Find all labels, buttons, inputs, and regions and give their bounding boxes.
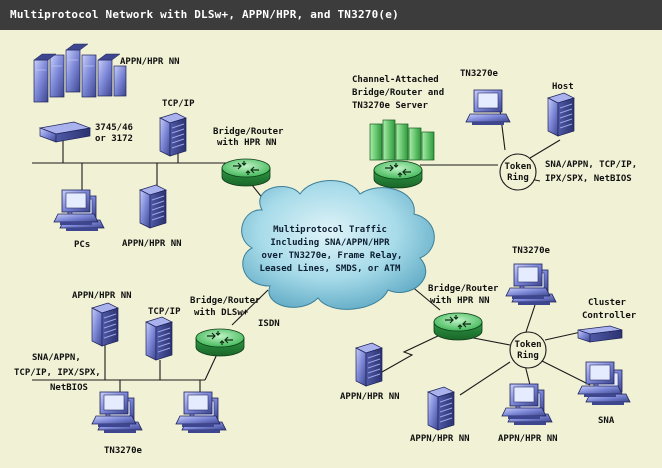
label-bridge-hpr-right-2: with HPR NN [430,295,490,306]
label-sna-left-2: TCP/IP, IPX/SPX, [14,368,101,378]
label-sna-right-1: SNA/APPN, TCP/IP, [545,160,637,170]
tcpip-server-icon [159,112,187,157]
label-cluster-2: Controller [582,311,637,321]
mainframe-cluster [33,43,127,103]
cloud-line-3: over TN3270e, Frame Relay, [262,251,403,261]
label-bridge-hpr-left-2: with HPR NN [217,137,277,148]
appn-node-icon [139,184,167,229]
tcpip-server-left-icon [145,316,173,361]
label-fep-line1: 3745/46 [95,123,133,133]
token-ring-2: Token Ring [509,331,547,369]
label-channel-3: TN3270e Server [352,101,428,111]
router-hpr-left-icon [221,158,271,187]
label-tn3270e-right: TN3270e [512,246,551,256]
label-appn-left-bottom: APPN/HPR NN [72,291,132,301]
label-channel-1: Channel-Attached [352,75,439,85]
tn3270e-terminal-top-icon [465,89,511,126]
label-tcpip-left: TCP/IP [148,307,181,317]
token-ring-1-line1: Token [504,162,531,172]
label-fep-line2: or 3172 [95,134,133,144]
router-dlsw-icon [195,328,245,357]
label-sna-left-1: SNA/APPN, [32,353,81,363]
page-title: Multiprotocol Network with DLSw+, APPN/H… [10,8,399,21]
label-host: Host [552,82,574,92]
label-tn3270e-bl: TN3270e [104,446,143,456]
labels: APPN/HPR NN 3745/46 or 3172 TCP/IP Bridg… [14,57,637,456]
label-sna-right-2: IPX/SPX, NetBIOS [545,174,632,184]
cloud-line-4: Leased Lines, SMDS, or ATM [260,263,401,274]
wan-cloud: Multiprotocol Traffic Including SNA/APPN… [241,180,435,310]
channel-attached-rack-icon [369,119,435,161]
label-pcs: PCs [74,240,90,250]
cloud-line-2: Including SNA/APPN/HPR [270,237,390,248]
cluster-controller-icon [577,325,623,343]
label-tcpip-top: TCP/IP [162,99,195,109]
label-bridge-hpr-right-1: Bridge/Router [428,283,499,294]
host-server-icon [547,92,575,137]
label-bridge-dlsw-2: with DLSw+ [194,307,249,318]
token-ring-1: Token Ring [499,153,537,191]
appn-node-left-bottom-icon [91,302,119,347]
label-appn-top: APPN/HPR NN [120,57,180,67]
cloud-line-1: Multiprotocol Traffic [273,224,387,235]
token-ring-2-line2: Ring [517,350,539,361]
appn-node-br1-icon [427,386,455,431]
router-channel-attached-icon [373,160,423,189]
label-appn-bottom-right1: APPN/HPR NN [410,434,470,444]
title-bar: Multiprotocol Network with DLSw+, APPN/H… [0,0,662,30]
label-sna-left-3: NetBIOS [50,383,88,393]
label-cluster-1: Cluster [588,298,627,308]
appn-node-center-icon [355,342,383,387]
label-sna: SNA [598,416,615,426]
label-appn-mid: APPN/HPR NN [122,239,182,249]
label-bridge-dlsw-1: Bridge/Router [190,295,261,306]
fep-3745-icon [38,121,92,143]
label-appn-bottom-right2: APPN/HPR NN [498,434,558,444]
label-channel-2: Bridge/Router and [352,87,444,98]
label-isdn: ISDN [258,319,280,329]
label-bridge-hpr-left-1: Bridge/Router [213,126,284,137]
label-appn-bottom-center: APPN/HPR NN [340,392,400,402]
label-tn3270e-top: TN3270e [460,69,499,79]
token-ring-1-line2: Ring [507,172,529,183]
token-ring-2-line1: Token [514,340,541,350]
router-hpr-right-icon [433,312,483,341]
